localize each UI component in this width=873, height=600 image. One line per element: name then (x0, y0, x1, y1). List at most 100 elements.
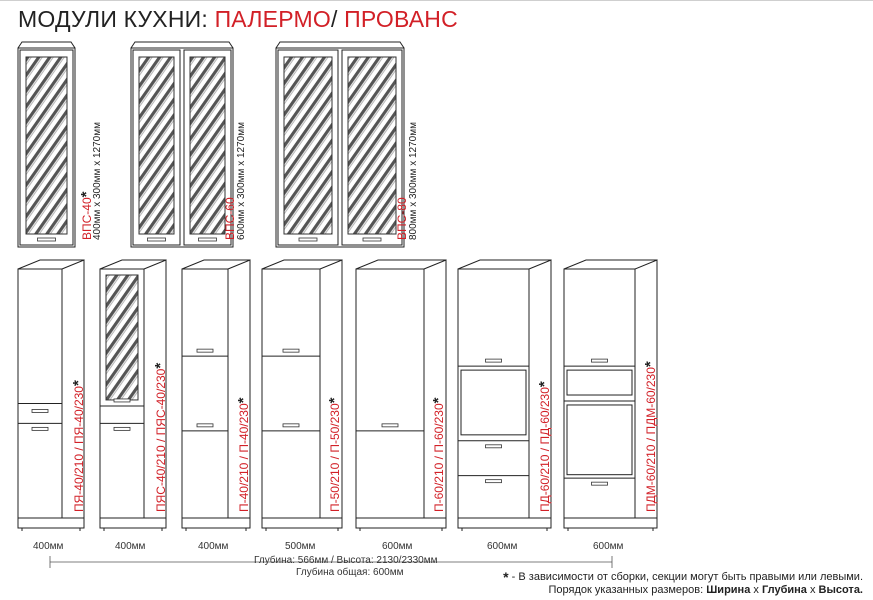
cabinet-width-label: 400мм (198, 541, 229, 552)
microwave-niche (566, 369, 633, 396)
glass-panel (189, 56, 226, 235)
tall-cabinet-code: П-50/210 / П-50/230* (326, 398, 343, 513)
footnote-assembly: * - В зависимости от сборки, секции могу… (503, 569, 863, 585)
tall-cabinets-group (17, 259, 658, 531)
tall-cabinet-code: ПЯ-40/210 / ПЯ-40/230* (70, 380, 87, 512)
door-handle (282, 423, 300, 428)
glass-panel (25, 56, 68, 235)
tall-cabinet-plinth (355, 517, 447, 529)
glass-panel (105, 274, 139, 401)
tall-cabinet-code-text: ПЯС-40/210 / ПЯС-40/230 (154, 368, 168, 512)
tall-cabinet-front (181, 268, 229, 519)
order-note-prefix: Порядок указанных размеров: (548, 584, 707, 596)
wall-cabinet-top (130, 41, 234, 49)
tall-cabinet-2 (99, 259, 167, 531)
dimension-line-group (49, 556, 613, 568)
wall-cabinet-code-text: ВПС-60 (223, 197, 237, 240)
order-x2: х (806, 584, 819, 596)
tall-cabinet-code-text: ПДМ-60/210 / ПДМ-60/230 (644, 367, 658, 512)
door-handle (282, 348, 300, 353)
cabinet-width-label: 400мм (33, 541, 64, 552)
tall-cabinet-top (17, 259, 84, 270)
door-handle (113, 426, 131, 431)
tall-cabinet-front (17, 268, 63, 519)
footnote-star: * (503, 569, 509, 585)
wall-cabinet-2 (130, 41, 234, 248)
wall-cabinet-3 (275, 41, 405, 248)
door-handle (31, 426, 49, 431)
tall-cabinet-top (181, 259, 250, 270)
tall-cabinet-code: ПЯС-40/210 / ПЯС-40/230* (152, 363, 169, 512)
door-handle (31, 409, 49, 413)
depth-height-note: Глубина: 566мм / Высота: 2130/2330мм (254, 555, 438, 566)
tall-cabinet-1 (17, 259, 85, 531)
door-handle (362, 237, 382, 242)
wall-cabinet-door (341, 49, 403, 246)
tall-cabinet-top (99, 259, 166, 270)
door-handle (485, 479, 502, 484)
door-handle (113, 398, 131, 403)
variant-star: * (326, 397, 343, 404)
tall-cabinet-4 (261, 259, 343, 531)
tall-cabinet-code-text: П-40/210 / П-40/230 (237, 403, 251, 512)
tall-cabinet-6 (457, 259, 552, 531)
door-handle (37, 237, 56, 242)
tall-cabinet-top (261, 259, 342, 270)
wall-cabinets-group (17, 41, 405, 248)
door-handle (147, 237, 166, 242)
wall-cabinet-door (132, 49, 181, 246)
door-handle (196, 423, 214, 428)
door-handle (196, 348, 214, 353)
wall-cabinet-1 (17, 41, 76, 248)
tall-cabinet-plinth (563, 517, 658, 529)
tall-cabinet-3 (181, 259, 251, 531)
tall-cabinet-7 (563, 259, 658, 531)
tall-cabinet-code: П-40/210 / П-40/230* (235, 398, 252, 513)
cabinet-width-label: 600мм (382, 541, 413, 552)
glass-panel (138, 56, 175, 235)
order-width: Ширина (706, 584, 751, 596)
title-separator: / (330, 6, 345, 32)
cabinet-width-label: 600мм (487, 541, 518, 552)
cabinet-width-label: 500мм (285, 541, 316, 552)
wall-cabinet-door (277, 49, 339, 246)
tall-cabinet-code-text: ПЯ-40/210 / ПЯ-40/230 (72, 386, 86, 512)
overall-depth-note: Глубина общая: 600мм (296, 567, 404, 578)
tall-cabinet-top (563, 259, 657, 270)
title-prefix: МОДУЛИ КУХНИ: (18, 6, 215, 32)
door-handle (485, 444, 502, 449)
tall-cabinet-plinth (17, 517, 85, 529)
glass-panel (283, 56, 333, 235)
order-x1: х (750, 584, 762, 596)
wall-cabinet-door (183, 49, 232, 246)
wall-cabinet-body (17, 47, 76, 248)
tall-cabinet-front (261, 268, 321, 519)
tall-cabinet-code-text: П-60/210 / П-60/230 (432, 403, 446, 512)
variant-star: * (235, 397, 252, 404)
glass-panel (347, 56, 397, 235)
tall-cabinet-code: ПДМ-60/210 / ПДМ-60/230* (642, 361, 659, 512)
page-title: МОДУЛИ КУХНИ: ПАЛЕРМО/ ПРОВАНС (18, 6, 458, 33)
wall-cabinet-dims: 800мм x 300мм x 1270мм (408, 122, 419, 240)
wall-cabinet-dims: 400мм x 300мм x 1270мм (92, 122, 103, 240)
variant-star: * (642, 361, 659, 368)
cabinet-width-label: 600мм (593, 541, 624, 552)
title-style-provence: ПРОВАНС (344, 6, 458, 32)
title-style-palermo: ПАЛЕРМО (214, 6, 331, 32)
tall-cabinet-plinth (261, 517, 343, 529)
door-handle (591, 481, 608, 486)
variant-star: * (536, 381, 553, 388)
door-handle (381, 423, 399, 428)
tall-cabinet-top (355, 259, 446, 270)
tall-cabinet-plinth (181, 517, 251, 529)
order-note: Порядок указанных размеров: Ширина х Глу… (549, 584, 863, 596)
wall-cabinet-body (130, 47, 234, 248)
tall-cabinet-front (355, 268, 425, 519)
tall-cabinet-front (563, 268, 636, 519)
order-depth: Глубина (761, 584, 807, 596)
top-border (0, 0, 873, 1)
order-height: Высота. (818, 584, 863, 596)
oven-niche (566, 404, 633, 476)
tall-cabinet-code-text: П-50/210 / П-50/230 (328, 403, 342, 512)
